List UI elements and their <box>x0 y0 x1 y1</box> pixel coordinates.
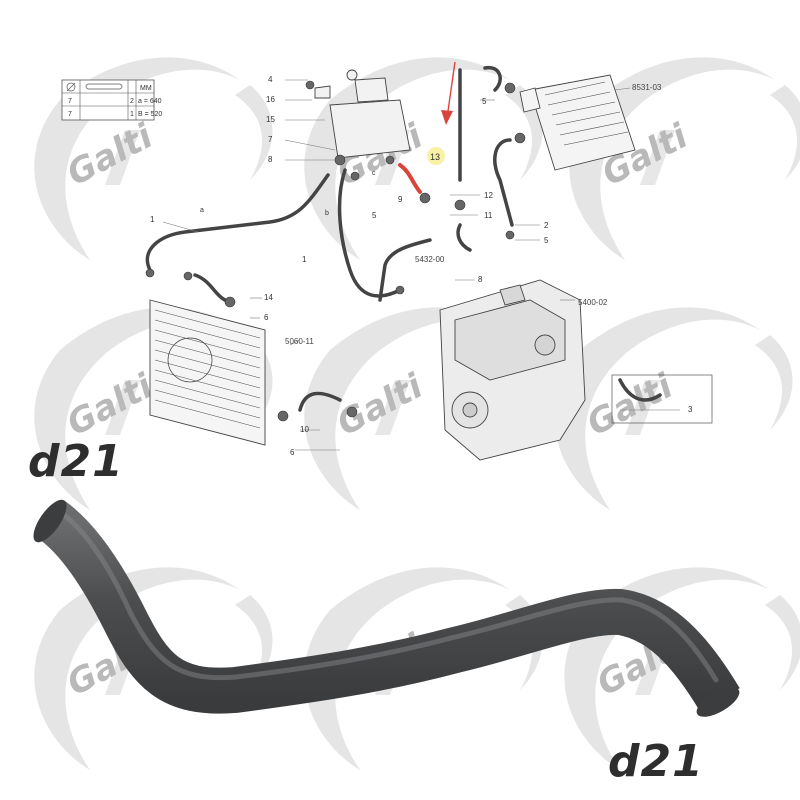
callout-number: 4 <box>268 75 273 84</box>
hose-letter: b <box>325 210 329 217</box>
legend-box: MM 7 2 a = 640 7 1 B = 520 <box>61 79 162 121</box>
part-highlight-marker <box>427 147 445 165</box>
callout-number: 12 <box>484 191 493 200</box>
diagram-hoses <box>145 65 662 412</box>
callout-number: 6 <box>264 313 269 322</box>
callout-number: 11 <box>484 211 493 220</box>
callout-number: 9 <box>398 195 403 204</box>
radiator-hose <box>37 501 740 714</box>
product-code-top: d21 <box>28 436 124 487</box>
callout-number: 10 <box>300 425 309 434</box>
heater-core <box>519 74 636 171</box>
highlighted-hose: 13 <box>398 61 456 194</box>
callout-number: 1 <box>150 215 155 224</box>
radiator <box>149 299 266 446</box>
callout-number: 15 <box>266 115 275 124</box>
hose-letter: a <box>200 207 204 214</box>
legend-unit: MM <box>140 85 152 92</box>
leader-lines <box>162 79 680 451</box>
legend-row-num: 7 <box>68 111 72 118</box>
callout-number: 8 <box>478 275 483 284</box>
callout-number: 5 <box>372 211 377 220</box>
pointer-arrow <box>446 61 456 119</box>
callout-number: 16 <box>266 95 275 104</box>
callout-number: 2 <box>544 221 549 230</box>
callout-number: 3 <box>688 405 693 414</box>
engine-block <box>439 279 586 461</box>
legend-row-qty: 2 <box>130 98 134 105</box>
reference-pipe: 5432-00 <box>415 255 445 264</box>
reference-radiator: 5060-11 <box>285 337 314 346</box>
inset-box <box>611 374 713 424</box>
callout-number: 1 <box>302 255 307 264</box>
product-code-bottom: d21 <box>608 736 704 787</box>
callout-number: 5 <box>544 236 549 245</box>
callout-number: 5 <box>482 97 487 106</box>
legend-row-qty: 1 <box>130 111 134 118</box>
hose-end-right <box>696 687 740 717</box>
legend-row-length: B = 520 <box>138 111 162 118</box>
callout-number: 6 <box>290 448 295 457</box>
hose-letter: c <box>372 170 376 177</box>
reference-heater: 8531-03 <box>632 83 662 92</box>
reference-engine: 5400-02 <box>578 298 608 307</box>
clamps <box>145 80 526 422</box>
expansion-tank <box>314 69 411 159</box>
callout-number: 7 <box>268 135 273 144</box>
callout-numbers: 4 16 15 7 8 9 5 12 11 2 5 1 14 6 8 6 10 … <box>150 75 693 457</box>
hose-end-left <box>33 499 67 543</box>
legend-row-num: 7 <box>68 98 72 105</box>
callout-number: 8 <box>268 155 273 164</box>
highlighted-part-number: 13 <box>430 152 440 162</box>
legend-row-length: a = 640 <box>138 98 162 105</box>
callout-number: 14 <box>264 293 273 302</box>
